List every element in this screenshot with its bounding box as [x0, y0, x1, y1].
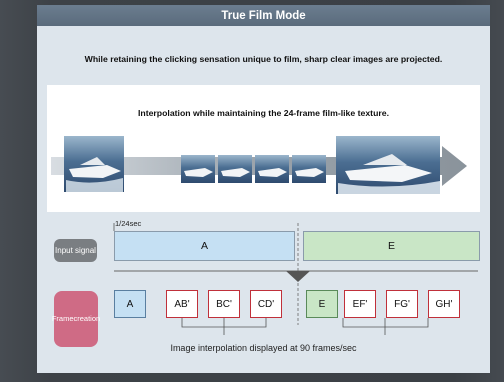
interpolated-frame-4 — [292, 155, 326, 183]
created-frame-ab: AB' — [166, 290, 198, 318]
interpolated-frame-2 — [218, 155, 252, 183]
panel-subtitle: While retaining the clicking sensation u… — [84, 54, 443, 64]
input-signal-label: Input signal — [54, 239, 97, 262]
interpolated-frame-1 — [181, 155, 215, 183]
interpolated-frame-3 — [255, 155, 289, 183]
created-frame-fg: FG' — [386, 290, 418, 318]
created-frame-ef: EF' — [344, 290, 376, 318]
true-film-mode-panel: True Film Mode While retaining the click… — [37, 5, 490, 373]
illustration-caption: Interpolation while maintaining the 24-f… — [137, 108, 390, 118]
interpolation-caption: Image interpolation displayed at 90 fram… — [170, 343, 357, 353]
film-strip-graphic — [51, 136, 467, 194]
timeline-marker — [286, 271, 310, 282]
film-illustration: Interpolation while maintaining the 24-f… — [47, 85, 480, 212]
input-frame-a: A — [114, 231, 295, 261]
created-frame-cd: CD' — [250, 290, 282, 318]
created-frame-gh: GH' — [428, 290, 460, 318]
boat-frame-right — [336, 136, 440, 194]
frame-label-line1: Frame — [51, 314, 74, 324]
frame-creation-label: Frame creation — [51, 291, 101, 347]
created-frame-e: E — [306, 290, 338, 318]
created-frame-bc: BC' — [208, 290, 240, 318]
interval-label: 1/24sec — [115, 219, 142, 228]
frame-label-line2: creation — [73, 314, 101, 324]
input-frame-e: E — [303, 231, 480, 261]
boat-frame-left — [64, 136, 124, 192]
panel-title: True Film Mode — [37, 5, 490, 26]
timeline-lines — [113, 223, 478, 335]
created-frame-a: A — [114, 290, 146, 318]
interpolation-brackets — [181, 318, 429, 335]
